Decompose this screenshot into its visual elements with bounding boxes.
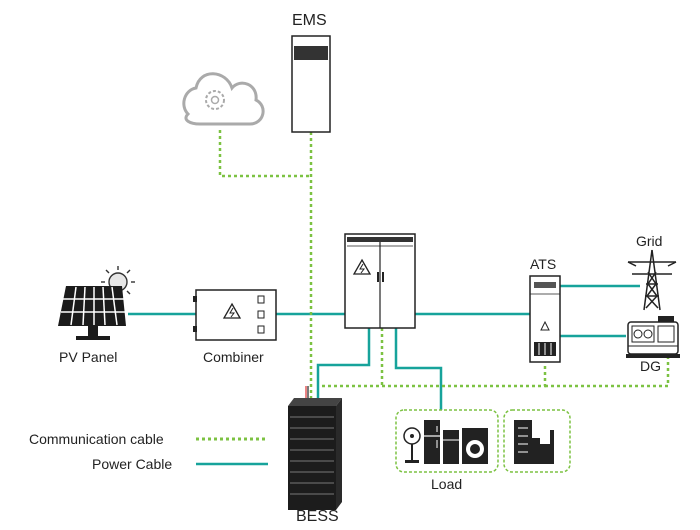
load-label: Load — [431, 476, 463, 492]
ems-label: EMS — [292, 12, 327, 29]
industrial-building-icon — [514, 420, 554, 464]
comm-cable-dg — [545, 358, 670, 388]
load-industrial-box — [503, 409, 571, 473]
comm-cable-cloud-ems — [218, 130, 311, 178]
battery-rack-icon — [288, 386, 342, 510]
ats-cabinet-icon — [529, 275, 561, 363]
ats-label: ATS — [530, 256, 557, 272]
communication-cables — [218, 130, 670, 398]
inverter-cabinet-icon — [344, 233, 416, 329]
transmission-tower-icon — [627, 249, 677, 311]
solar-panel-icon — [58, 286, 126, 340]
load-household-box — [395, 409, 499, 473]
power-cables — [128, 284, 640, 410]
pv-panel-label: PV Panel — [59, 349, 118, 365]
legend-power-label: Power Cable — [92, 456, 173, 472]
combiner-label: Combiner — [203, 349, 264, 365]
household-appliances-icon — [403, 420, 488, 464]
combiner-box-icon — [193, 289, 277, 341]
cloud-gear-icon — [182, 72, 265, 126]
ems-cabinet-icon — [291, 35, 331, 133]
gear-icon — [205, 90, 225, 110]
bess-label: BESS — [296, 508, 339, 525]
power-cable-pcs-load — [394, 328, 443, 410]
power-cable-pcs-bess — [316, 328, 371, 398]
legend-communication-label: Communication cable — [29, 431, 164, 447]
diesel-generator-icon — [626, 316, 680, 358]
dg-label: DG — [640, 358, 661, 374]
grid-label: Grid — [636, 233, 663, 249]
